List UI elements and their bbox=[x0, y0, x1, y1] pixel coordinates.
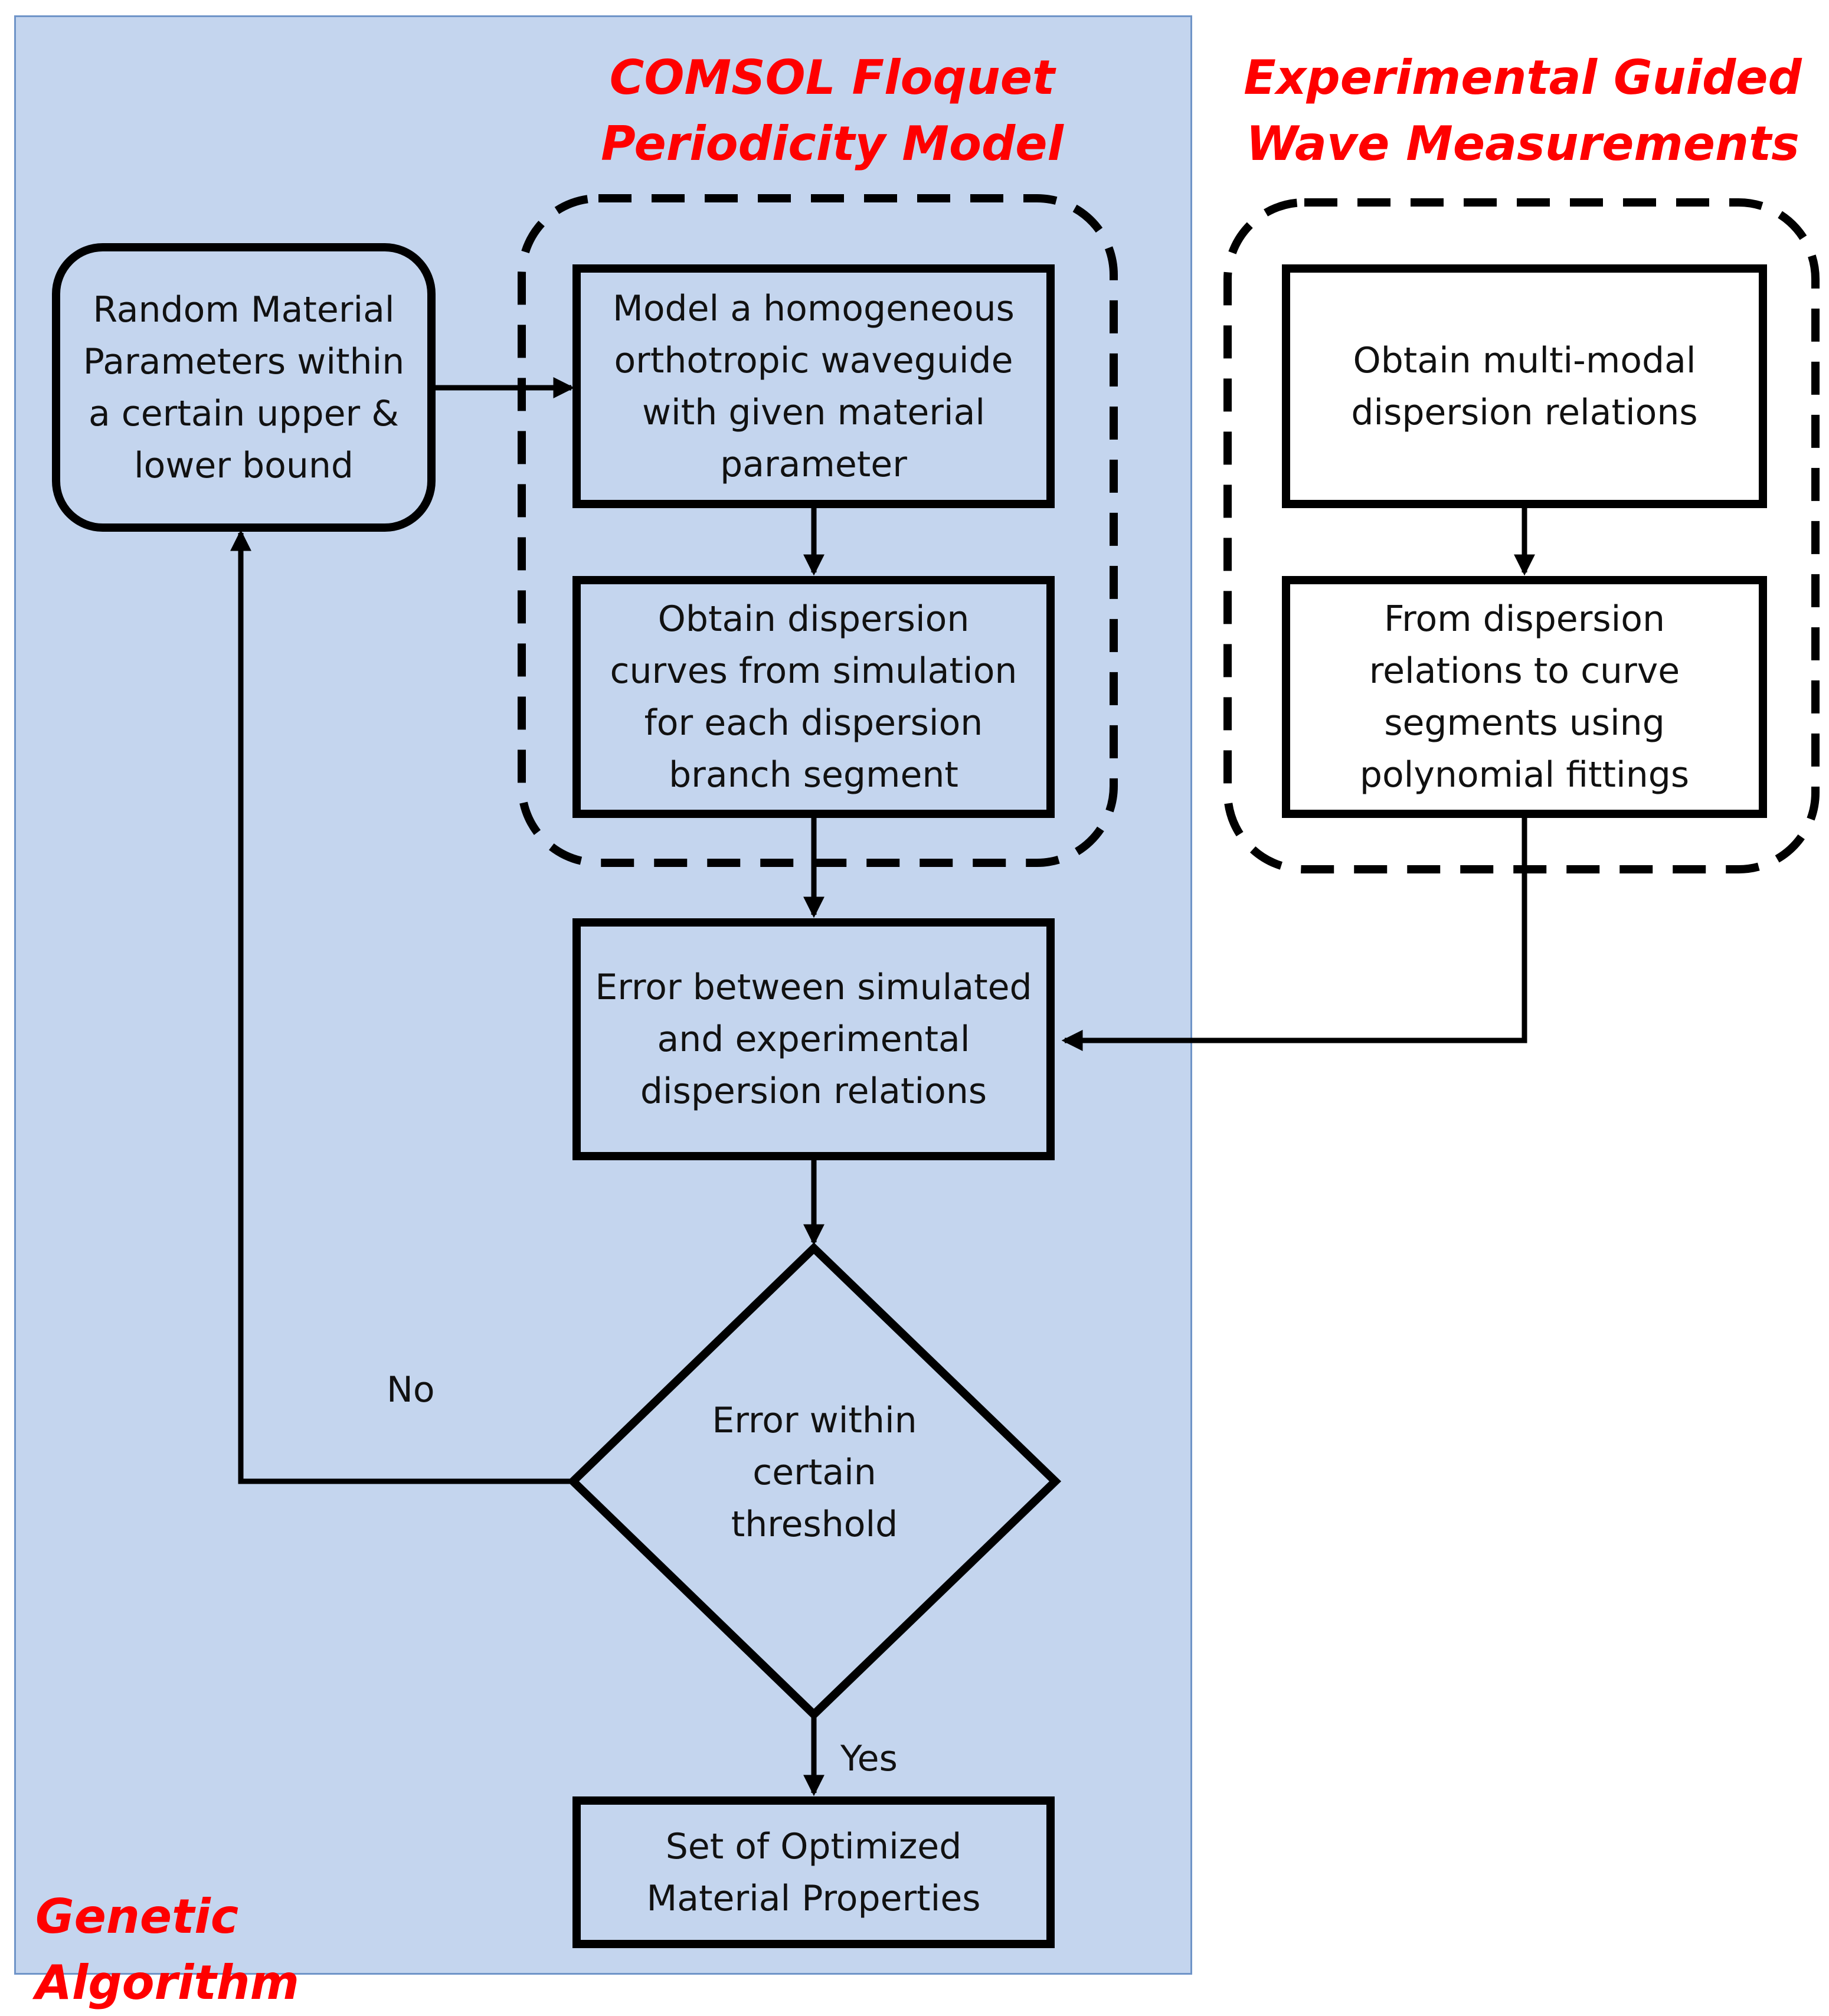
decision-label: Error within certain threshold bbox=[712, 1400, 917, 1545]
edge-label-yes: Yes bbox=[840, 1738, 898, 1779]
comsol-model-title: COMSOL Floquet Periodicity Model bbox=[601, 50, 1064, 171]
comsol-group-outline bbox=[518, 194, 1118, 867]
curve-segments-fitting-box: From dispersion relations to curve segme… bbox=[1282, 576, 1767, 818]
edge-label-no: No bbox=[387, 1369, 435, 1410]
obtain-multimodal-relations-box: Obtain multi-modal dispersion relations bbox=[1282, 264, 1767, 508]
optimized-properties-text: Set of Optimized Material Properties bbox=[646, 1825, 981, 1919]
experimental-group-outline bbox=[1223, 198, 1820, 873]
genetic-algorithm-region bbox=[14, 15, 1192, 1975]
genetic-algorithm-title: Genetic Algorithm bbox=[35, 1889, 299, 2010]
error-comparison-text: Error between simulated and experimental… bbox=[595, 967, 1032, 1112]
arrow-decision-no bbox=[230, 529, 573, 1484]
optimized-properties-box: Set of Optimized Material Properties bbox=[572, 1796, 1055, 1948]
obtain-dispersion-curves-box: Obtain dispersion curves from simulation… bbox=[572, 576, 1055, 818]
obtain-multimodal-relations-text: Obtain multi-modal dispersion relations bbox=[1351, 339, 1698, 433]
curve-segments-fitting-text: From dispersion relations to curve segme… bbox=[1359, 598, 1690, 796]
model-waveguide-text: Model a homogeneous orthotropic waveguid… bbox=[613, 287, 1015, 485]
random-material-parameters-box: Random Material Parameters within a cert… bbox=[52, 243, 436, 532]
obtain-dispersion-curves-text: Obtain dispersion curves from simulation… bbox=[610, 598, 1017, 796]
decision-text: Error within certain threshold bbox=[696, 1366, 933, 1579]
arrow-segments-to-error bbox=[1061, 818, 1527, 1051]
model-waveguide-box: Model a homogeneous orthotropic waveguid… bbox=[572, 264, 1055, 508]
experimental-measurements-title: Experimental Guided Wave Measurements bbox=[1244, 50, 1802, 171]
error-comparison-box: Error between simulated and experimental… bbox=[572, 918, 1055, 1160]
random-material-parameters-text: Random Material Parameters within a cert… bbox=[83, 289, 405, 486]
